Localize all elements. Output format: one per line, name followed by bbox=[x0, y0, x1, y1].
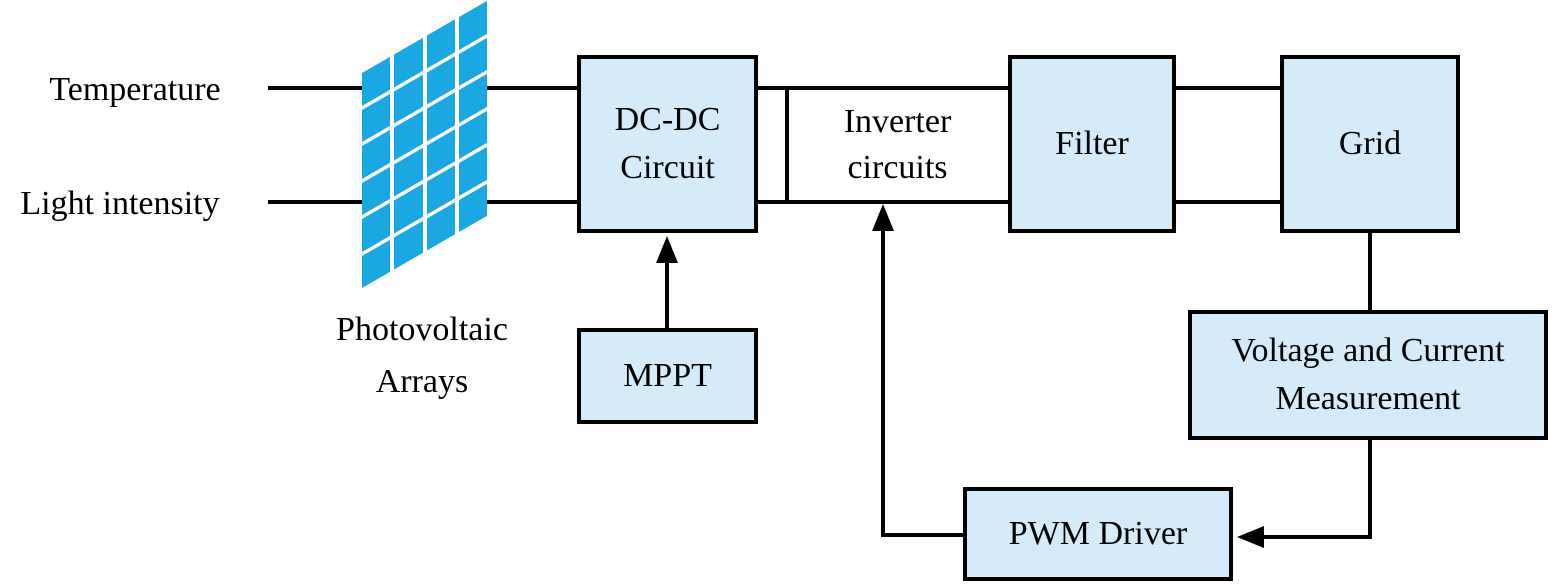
inverter-label-line2: circuits bbox=[847, 149, 948, 186]
inverter-label-line1: Inverter bbox=[843, 103, 952, 140]
arrowhead-into-pwm bbox=[1237, 526, 1264, 548]
inverter-circuits-box: Inverter circuits bbox=[787, 86, 1008, 204]
filter-label: Filter bbox=[1055, 125, 1129, 162]
pwm-label: PWM Driver bbox=[1008, 515, 1188, 552]
measurement-label-line1: Voltage and Current bbox=[1231, 332, 1505, 369]
grid-label: Grid bbox=[1338, 125, 1402, 162]
filter-box: Filter bbox=[1008, 55, 1176, 233]
dcdc-label-line2: Circuit bbox=[620, 149, 715, 186]
dcdc-label-line1: DC-DC bbox=[614, 101, 721, 138]
voltage-current-measurement-box: Voltage and Current Measurement bbox=[1188, 310, 1548, 440]
wire-measurement-to-pwm bbox=[1262, 440, 1372, 539]
mppt-label: MPPT bbox=[623, 357, 712, 394]
pwm-driver-box: PWM Driver bbox=[963, 487, 1233, 581]
dcdc-circuit-box: DC-DC Circuit bbox=[577, 55, 758, 233]
input-label-light-intensity: Light intensity bbox=[20, 185, 220, 222]
pv-array-label: Photovoltaic Arrays bbox=[272, 304, 572, 408]
pv-array-label-line1: Photovoltaic bbox=[336, 311, 508, 348]
pv-array-label-line2: Arrays bbox=[375, 363, 469, 400]
grid-box: Grid bbox=[1280, 55, 1460, 233]
measurement-label-line2: Measurement bbox=[1275, 380, 1461, 417]
arrowhead-into-inverter bbox=[872, 204, 894, 231]
mppt-box: MPPT bbox=[577, 328, 758, 424]
wire-pwm-to-inverter bbox=[881, 228, 963, 537]
input-label-temperature: Temperature bbox=[49, 71, 221, 108]
arrowhead-into-dcdc bbox=[656, 236, 678, 263]
